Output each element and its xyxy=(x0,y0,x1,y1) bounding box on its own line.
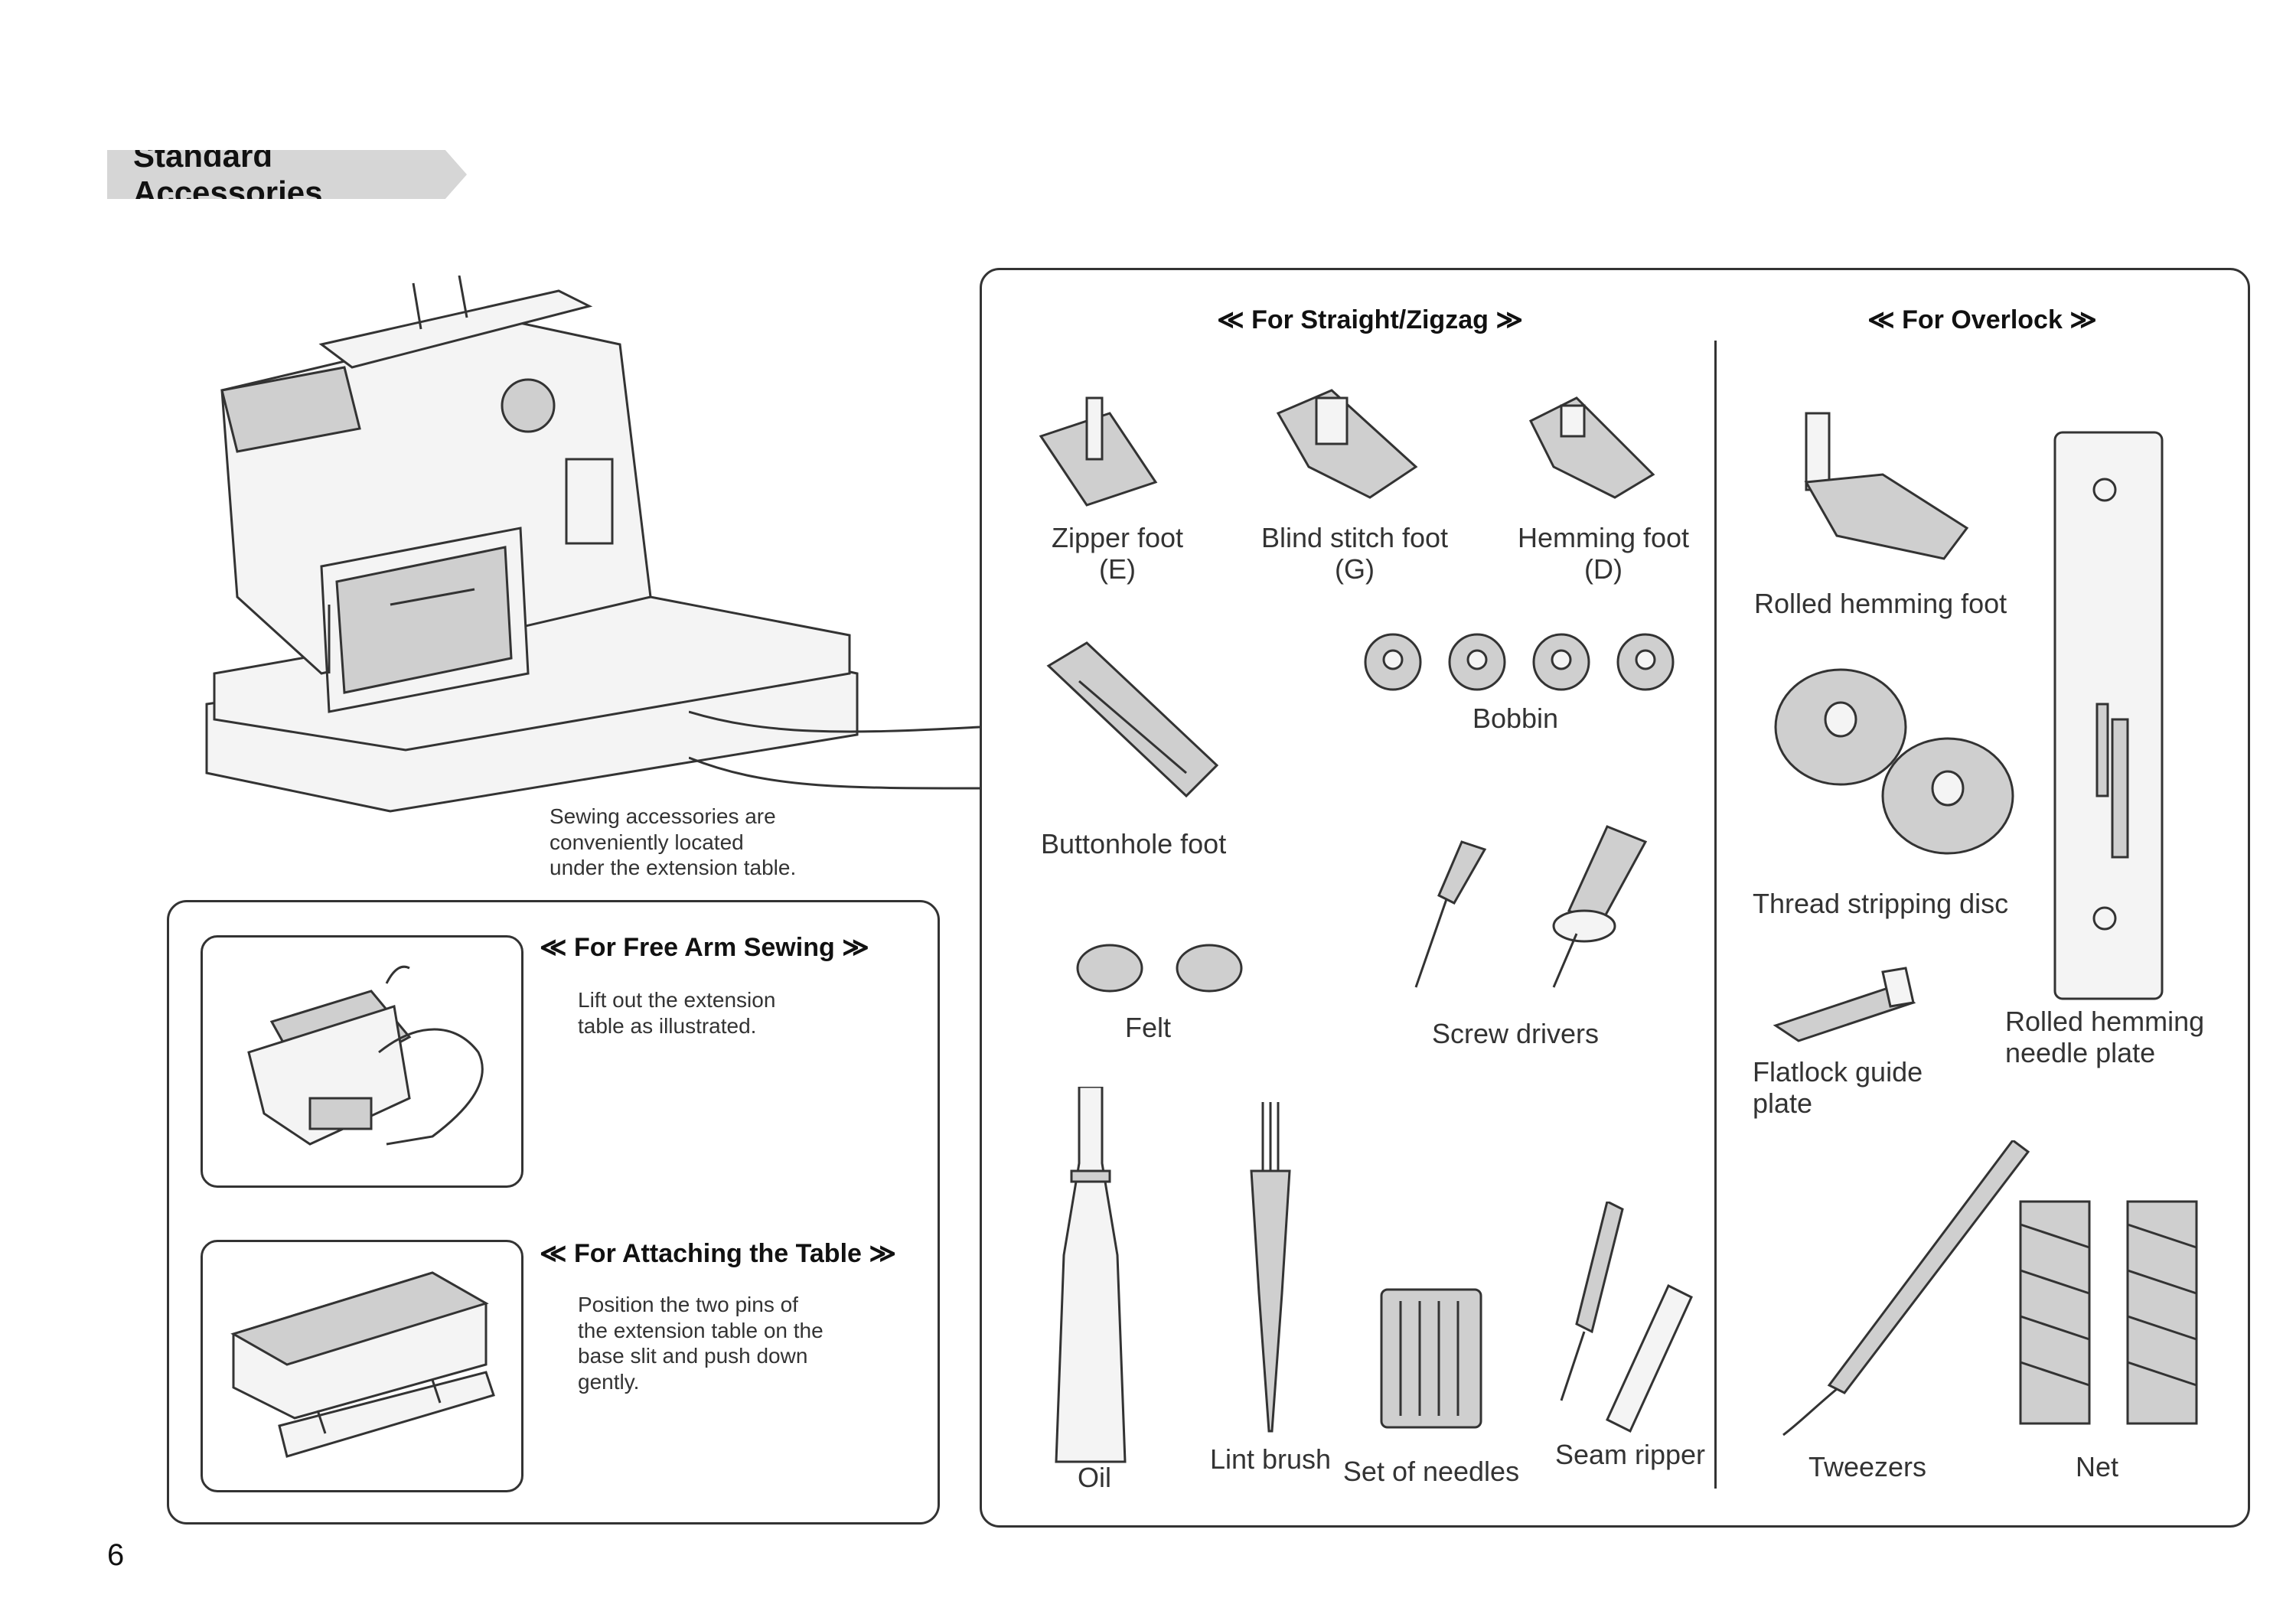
seam-ripper-icon xyxy=(1560,1202,1693,1433)
bobbin-icon xyxy=(1364,633,1675,691)
buttonhole-foot-label: Buttonhole foot xyxy=(1041,828,1227,859)
seam-ripper-label: Seam ripper xyxy=(1554,1439,1706,1470)
attach-table-heading: ≪ For Attaching the Table ≫ xyxy=(540,1239,896,1268)
lint-brush-label: Lint brush xyxy=(1209,1443,1332,1475)
bobbin-label: Bobbin xyxy=(1472,703,1559,734)
page-number: 6 xyxy=(107,1538,125,1572)
attach-table-illustration xyxy=(201,1240,523,1492)
blind-stitch-foot-icon xyxy=(1276,389,1418,499)
free-arm-illustration xyxy=(201,935,523,1188)
machine-caption: Sewing accessories are conveniently loca… xyxy=(550,804,797,880)
screw-drivers-label: Screw drivers xyxy=(1431,1018,1600,1049)
oil-icon xyxy=(1055,1087,1127,1463)
blind-stitch-foot-label: Blind stitch foot (G) xyxy=(1261,522,1449,585)
table-instructions-panel xyxy=(167,900,940,1525)
rolled-hemming-foot-label: Rolled hemming foot xyxy=(1754,588,2007,619)
straight-zigzag-heading: ≪ For Straight/Zigzag ≫ xyxy=(1217,305,1523,334)
buttonhole-foot-icon xyxy=(1046,641,1219,798)
rolled-hemming-foot-icon xyxy=(1804,412,1969,560)
section-title: Standard Accessories xyxy=(107,150,467,199)
net-icon xyxy=(2019,1200,2198,1425)
hemming-foot-label: Hemming foot (D) xyxy=(1517,522,1690,585)
zipper-foot-icon xyxy=(1039,396,1158,507)
set-of-needles-label: Set of needles xyxy=(1342,1456,1520,1487)
panel-divider xyxy=(1714,341,1717,1489)
free-arm-text: Lift out the extension table as illustra… xyxy=(578,988,776,1038)
zipper-foot-label: Zipper foot (E) xyxy=(1051,522,1184,585)
callout-lines xyxy=(689,710,980,790)
felt-label: Felt xyxy=(1124,1012,1171,1043)
lint-brush-icon xyxy=(1250,1102,1291,1433)
tweezers-icon xyxy=(1782,1140,2030,1436)
oil-label: Oil xyxy=(1078,1462,1111,1493)
net-label: Net xyxy=(2075,1451,2119,1482)
thread-stripping-disc-icon xyxy=(1774,668,2014,855)
hemming-foot-icon xyxy=(1528,396,1655,499)
rolled-hemming-needle-plate-icon xyxy=(2053,431,2164,1000)
flatlock-guide-plate-label: Flatlock guide plate xyxy=(1753,1056,1923,1120)
sewing-machine-illustration xyxy=(205,276,859,813)
rolled-hemming-needle-plate-label: Rolled hemming needle plate xyxy=(2005,1006,2205,1069)
accessories-panel xyxy=(980,268,2250,1528)
set-of-needles-icon xyxy=(1380,1288,1482,1429)
felt-icon xyxy=(1076,944,1243,993)
attach-table-text: Position the two pins of the extension t… xyxy=(578,1293,823,1394)
overlock-heading: ≪ For Overlock ≫ xyxy=(1867,305,2097,334)
screw-drivers-icon xyxy=(1414,825,1648,988)
tweezers-label: Tweezers xyxy=(1808,1451,1927,1482)
flatlock-guide-plate-icon xyxy=(1773,967,1916,1042)
free-arm-heading: ≪ For Free Arm Sewing ≫ xyxy=(540,933,869,962)
thread-stripping-disc-label: Thread stripping disc xyxy=(1753,888,2009,919)
